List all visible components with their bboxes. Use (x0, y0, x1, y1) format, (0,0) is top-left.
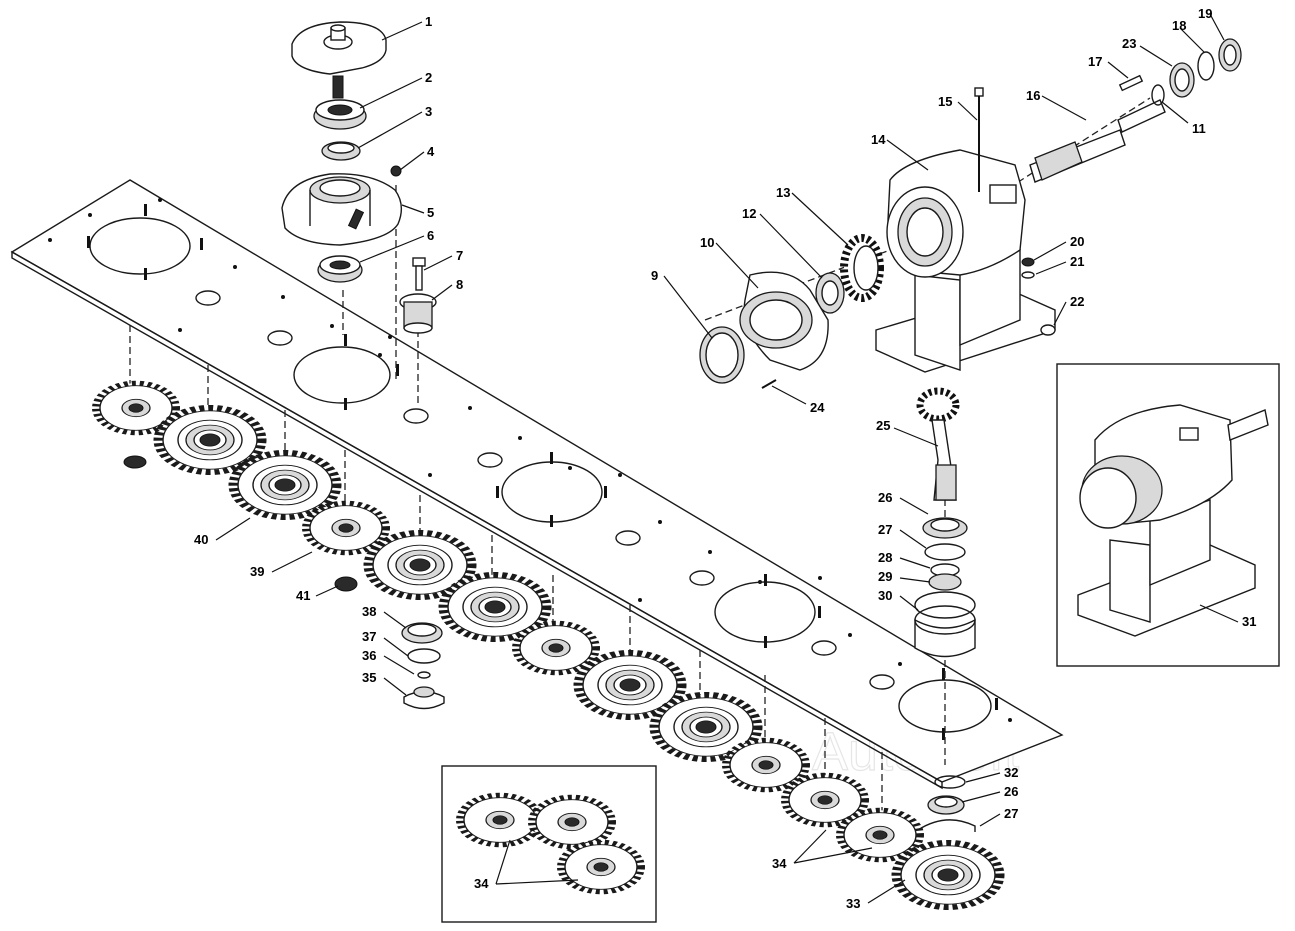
callout-17: 17 (1088, 54, 1102, 69)
part-6-bearing (317, 255, 363, 283)
callout-1: 1 (425, 14, 432, 29)
callout-3: 3 (425, 104, 432, 119)
callout-18: 18 (1172, 18, 1186, 33)
callout-27b: 27 (1004, 806, 1018, 821)
part-19-seal (1218, 38, 1242, 72)
callout-21: 21 (1070, 254, 1084, 269)
part-38-bearing (401, 622, 443, 644)
inset-gear-set (441, 765, 657, 923)
part-15-long-bolt (974, 87, 984, 192)
part-32-circlip (934, 775, 966, 789)
callout-15: 15 (938, 94, 952, 109)
part-11-circlip (1151, 84, 1165, 106)
callout-37: 37 (362, 629, 376, 644)
cutter-bar-plate (10, 179, 1064, 790)
callout-13: 13 (776, 185, 790, 200)
callout-23: 23 (1122, 36, 1136, 51)
callout-numbers: 1 2 3 4 5 6 7 8 9 10 11 12 13 14 15 16 1… (194, 6, 1256, 911)
callout-29: 29 (878, 569, 892, 584)
callout-8: 8 (456, 277, 463, 292)
part-22-bolt (1040, 324, 1056, 336)
callout-38: 38 (362, 604, 376, 619)
callout-7: 7 (456, 248, 463, 263)
callout-14: 14 (871, 132, 886, 147)
callout-16: 16 (1026, 88, 1040, 103)
callout-5: 5 (427, 205, 434, 220)
part-30-seal-housing (914, 591, 976, 658)
part-5-housing (281, 173, 403, 246)
callout-26a: 26 (878, 490, 892, 505)
callout-leaders (215, 13, 1239, 904)
part-33-drive-gear (896, 843, 1000, 907)
part-9-oring (699, 326, 745, 384)
part-26-lower-bearing (927, 795, 965, 815)
part-35-cap (403, 686, 445, 710)
part-27-circlip (924, 543, 966, 561)
callout-6: 6 (427, 228, 434, 243)
part-17-key (1118, 74, 1144, 92)
part-13-bevel-gear (840, 234, 884, 302)
callout-20: 20 (1070, 234, 1084, 249)
inset-assembled-gearbox (1056, 363, 1280, 667)
callout-9: 9 (651, 268, 658, 283)
part-28-29-ring (928, 563, 962, 591)
callout-36: 36 (362, 648, 376, 663)
part-23-bearing (1169, 62, 1195, 98)
callout-4: 4 (427, 144, 435, 159)
part-3-ring (321, 141, 361, 161)
callout-26b: 26 (1004, 784, 1018, 799)
part-7-bolt (412, 257, 426, 291)
callout-12: 12 (742, 206, 756, 221)
callout-39: 39 (250, 564, 264, 579)
part-10-flange-cover (739, 271, 829, 371)
callout-24: 24 (810, 400, 825, 415)
callout-11: 11 (1192, 121, 1206, 136)
part-24-screw (761, 379, 777, 389)
part-20-21-nut-washer (1021, 257, 1035, 279)
callout-10: 10 (700, 235, 714, 250)
callout-2: 2 (425, 70, 432, 85)
callout-41: 41 (296, 588, 310, 603)
part-26-bearing (922, 517, 968, 539)
part-4-bolt (390, 165, 402, 177)
callout-34a: 34 (772, 856, 787, 871)
part-8-sleeve (399, 293, 437, 334)
callout-22: 22 (1070, 294, 1084, 309)
callout-40: 40 (194, 532, 208, 547)
part-18-circlip (1197, 51, 1215, 81)
callout-33: 33 (846, 896, 860, 911)
callout-25: 25 (876, 418, 890, 433)
callout-34b: 34 (474, 876, 489, 891)
part-16-input-shaft (1029, 99, 1166, 183)
gear-small-2 (306, 503, 386, 553)
callout-32: 32 (1004, 765, 1018, 780)
callout-31: 31 (1242, 614, 1256, 629)
part-2-bearing (313, 99, 367, 130)
callout-27a: 27 (878, 522, 892, 537)
part-25-pinion-shaft (916, 387, 960, 501)
gear-small-3 (516, 623, 596, 673)
part-36-washer (417, 671, 431, 679)
plate-pins (87, 204, 998, 740)
callout-30: 30 (878, 588, 892, 603)
part-37-ring (407, 648, 441, 664)
part-41-nut (123, 455, 358, 592)
part-14-gearbox-housing (875, 149, 1056, 373)
callout-28: 28 (878, 550, 892, 565)
callout-35: 35 (362, 670, 376, 685)
part-27-lower-circlip (917, 819, 976, 832)
part-12-bearing (815, 272, 845, 314)
part-1-hub (291, 21, 387, 99)
callout-19: 19 (1198, 6, 1212, 21)
